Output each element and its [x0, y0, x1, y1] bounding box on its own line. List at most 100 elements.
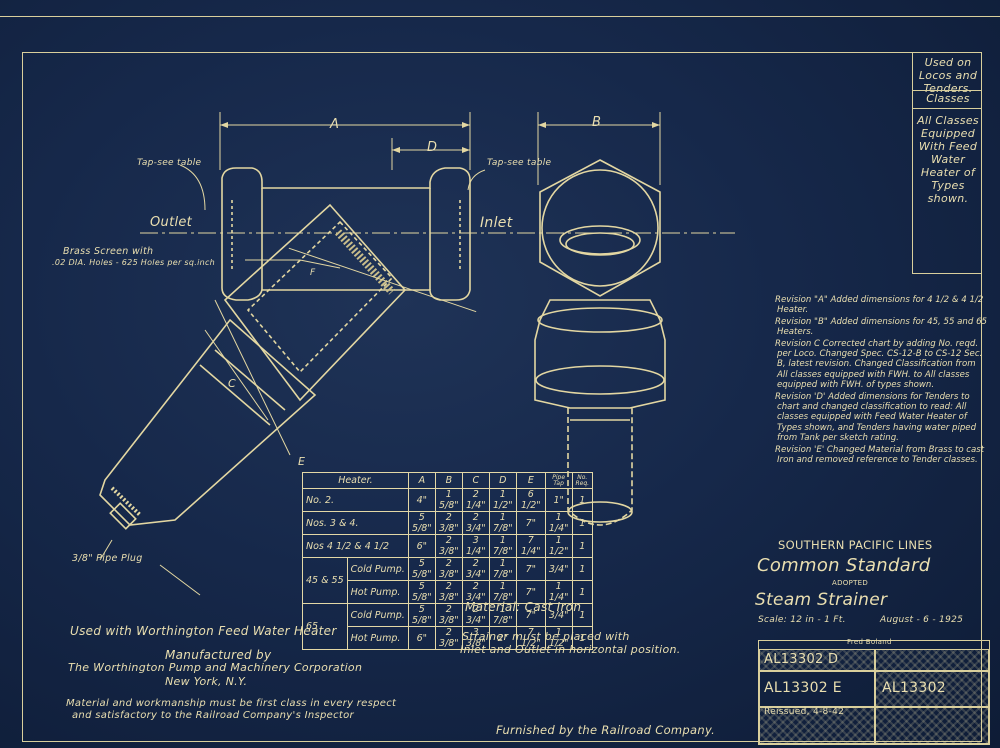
table-header-e: E — [515, 472, 546, 489]
used-with-note: Used with Worthington Feed Water Heater — [70, 624, 337, 638]
classes-text: All Classes Equipped With Feed Water Hea… — [917, 114, 979, 205]
classes-divider-bottom — [913, 108, 982, 109]
table-cell-pump: Hot Pump. — [346, 626, 409, 650]
table-cell-e: 7 1/4" — [515, 534, 546, 558]
material-note-line-1: Material and workmanship must be first c… — [66, 698, 397, 709]
table-cell-a: 4" — [407, 488, 436, 512]
table-cell-req: 1 — [571, 488, 594, 512]
table-cell-tap: 1 1/4" — [544, 580, 573, 604]
table-cell-d: 2" — [488, 626, 517, 650]
table-cell-d: 1 1/2" — [488, 488, 517, 512]
table-cell-e: 7" — [515, 511, 546, 535]
dimension-c-label: C — [228, 377, 236, 390]
stamp-cell-blank — [875, 707, 989, 744]
table-cell-tap: 3/4" — [544, 557, 573, 581]
revision-d: Revision 'D' Added dimensions for Tender… — [775, 391, 977, 444]
table-cell-c: 3 1/4" — [461, 534, 490, 558]
table-header-b: B — [434, 472, 463, 489]
table-header-heater: Heater. — [302, 472, 409, 489]
table-cell-d: 1 7/8" — [488, 511, 517, 535]
table-header-a: A — [407, 472, 436, 489]
dimension-a-label: A — [330, 117, 340, 132]
stamp-cell-e: AL13302 E — [759, 671, 875, 707]
revision-c: Revision C Corrected chart by adding No.… — [775, 338, 983, 391]
table-cell-e: 7" — [515, 603, 546, 627]
stamp-cell-d: AL13302 D — [759, 649, 875, 671]
table-cell-e: 7" — [515, 557, 546, 581]
table-row: No. 2. 4" 1 5/8" 2 1/4" 1 1/2" 6 1/2" 1"… — [302, 488, 594, 512]
manufactured-by-note: Manufactured by — [165, 648, 272, 662]
table-cell-a: 5 5/8" — [407, 511, 436, 535]
table-cell-tap: 1 1/4" — [544, 511, 573, 535]
table-row: 45 & 55 Cold Pump. 5 5/8" 2 3/8" 2 3/4" … — [302, 557, 594, 604]
used-on-text: Used on Locos and Tenders. — [918, 56, 978, 95]
table-cell-heater: 65 — [302, 603, 348, 650]
table-cell-e: 6 1/2" — [515, 488, 546, 512]
table-cell-d: 1 7/8" — [488, 580, 517, 604]
drawing-frame — [22, 52, 982, 742]
revision-a: Revision "A" Added dimensions for 4 1/2 … — [775, 295, 984, 316]
classes-box: Used on Locos and Tenders. Classes All C… — [912, 52, 982, 274]
table-cell-pump: Cold Pump. — [346, 603, 409, 627]
table-cell-tap: 1 1/2" — [544, 534, 573, 558]
stamp-cell-reissued: Reissued, 4-8-42 — [759, 707, 875, 744]
table-cell-c: 2 3/4" — [461, 557, 490, 581]
date-label: August - 6 - 1925 — [880, 615, 964, 625]
table-cell-d: 1 7/8" — [488, 557, 517, 581]
brass-screen-label-2: .02 DIA. Holes - 625 Holes per sq.inch — [52, 258, 216, 267]
drawing-number-e: AL13302 E — [764, 680, 842, 696]
table-cell-a: 5 5/8" — [407, 557, 436, 581]
table-cell-pump: Hot Pump. — [346, 580, 409, 604]
reissued-label: Reissued, 4-8-42 — [764, 707, 845, 717]
drawing-name: Steam Strainer — [755, 590, 888, 610]
table-cell-a: 5 5/8" — [407, 603, 436, 627]
tap-left-label: Tap-see table — [137, 158, 202, 168]
furnished-note: Furnished by the Railroad Company. — [496, 723, 716, 737]
outlet-label: Outlet — [150, 215, 193, 230]
stamp-cell-hatched — [875, 649, 989, 671]
manufacturer-city: New York, N.Y. — [165, 675, 248, 688]
drawing-number-base: AL13302 — [882, 680, 947, 696]
adopted-label: ADOPTED — [832, 579, 869, 587]
table-row: Hot Pump. 6" 2 3/8" 3 3/8" 2" 7 1/2" 1 1… — [303, 626, 594, 650]
table-cell-pump: Cold Pump. — [346, 557, 409, 581]
common-standard-title: Common Standard — [757, 555, 931, 576]
table-header-d: D — [488, 472, 517, 489]
table-row: Nos. 3 & 4. 5 5/8" 2 3/8" 2 3/4" 1 7/8" … — [302, 511, 594, 535]
table-cell-a: 5 5/8" — [407, 580, 436, 604]
table-cell-tap: 1" — [544, 488, 573, 512]
table-cell-d: 1 7/8" — [488, 534, 517, 558]
table-cell-c: 3 3/8" — [461, 626, 490, 650]
pipe-plug-label: 3/8" Pipe Plug — [72, 553, 143, 564]
drawing-number-stamp: Fred Boland AL13302 D AL13302 E AL13302 … — [758, 638, 990, 745]
tap-right-label: Tap-see table — [487, 158, 552, 168]
top-border-line — [0, 16, 1000, 17]
table-cell-heater: Nos 4 1/2 & 4 1/2 — [302, 534, 409, 558]
table-row: Nos 4 1/2 & 4 1/2 6" 2 3/8" 3 1/4" 1 7/8… — [302, 534, 594, 558]
company-name: SOUTHERN PACIFIC LINES — [778, 538, 933, 552]
table-cell-heater: No. 2. — [302, 488, 409, 512]
table-cell-b: 2 3/8" — [434, 511, 463, 535]
manufacturer-name: The Worthington Pump and Machinery Corpo… — [68, 661, 363, 674]
revision-notes: Revision "A" Added dimensions for 4 1/2 … — [775, 295, 987, 467]
table-cell-c: 2 1/4" — [461, 488, 490, 512]
table-header-c: C — [461, 472, 490, 489]
table-cell-heater: 45 & 55 — [302, 557, 348, 604]
table-cell-req: 1 — [571, 603, 594, 627]
table-cell-e: 7" — [515, 580, 546, 604]
table-cell-b: 2 3/8" — [434, 580, 463, 604]
table-cell-c: 2 3/4" — [461, 511, 490, 535]
heater-dimension-table: Heater. A B C D E Pipe Tap No. Req. No. … — [302, 472, 594, 650]
table-cell-a: 6" — [407, 626, 436, 650]
table-cell-req: 1 — [571, 511, 594, 535]
table-cell-b: 2 3/8" — [434, 534, 463, 558]
stamp-cell-number: AL13302 — [875, 671, 989, 707]
table-header-no-req: No. Req. — [571, 472, 594, 489]
table-cell-b: 1 5/8" — [434, 488, 463, 512]
table-cell-c: 2 3/4" — [461, 603, 490, 627]
table-cell-b: 2 3/8" — [434, 557, 463, 581]
table-cell-req: 1 — [571, 557, 594, 581]
dimension-e-label: E — [298, 455, 306, 468]
